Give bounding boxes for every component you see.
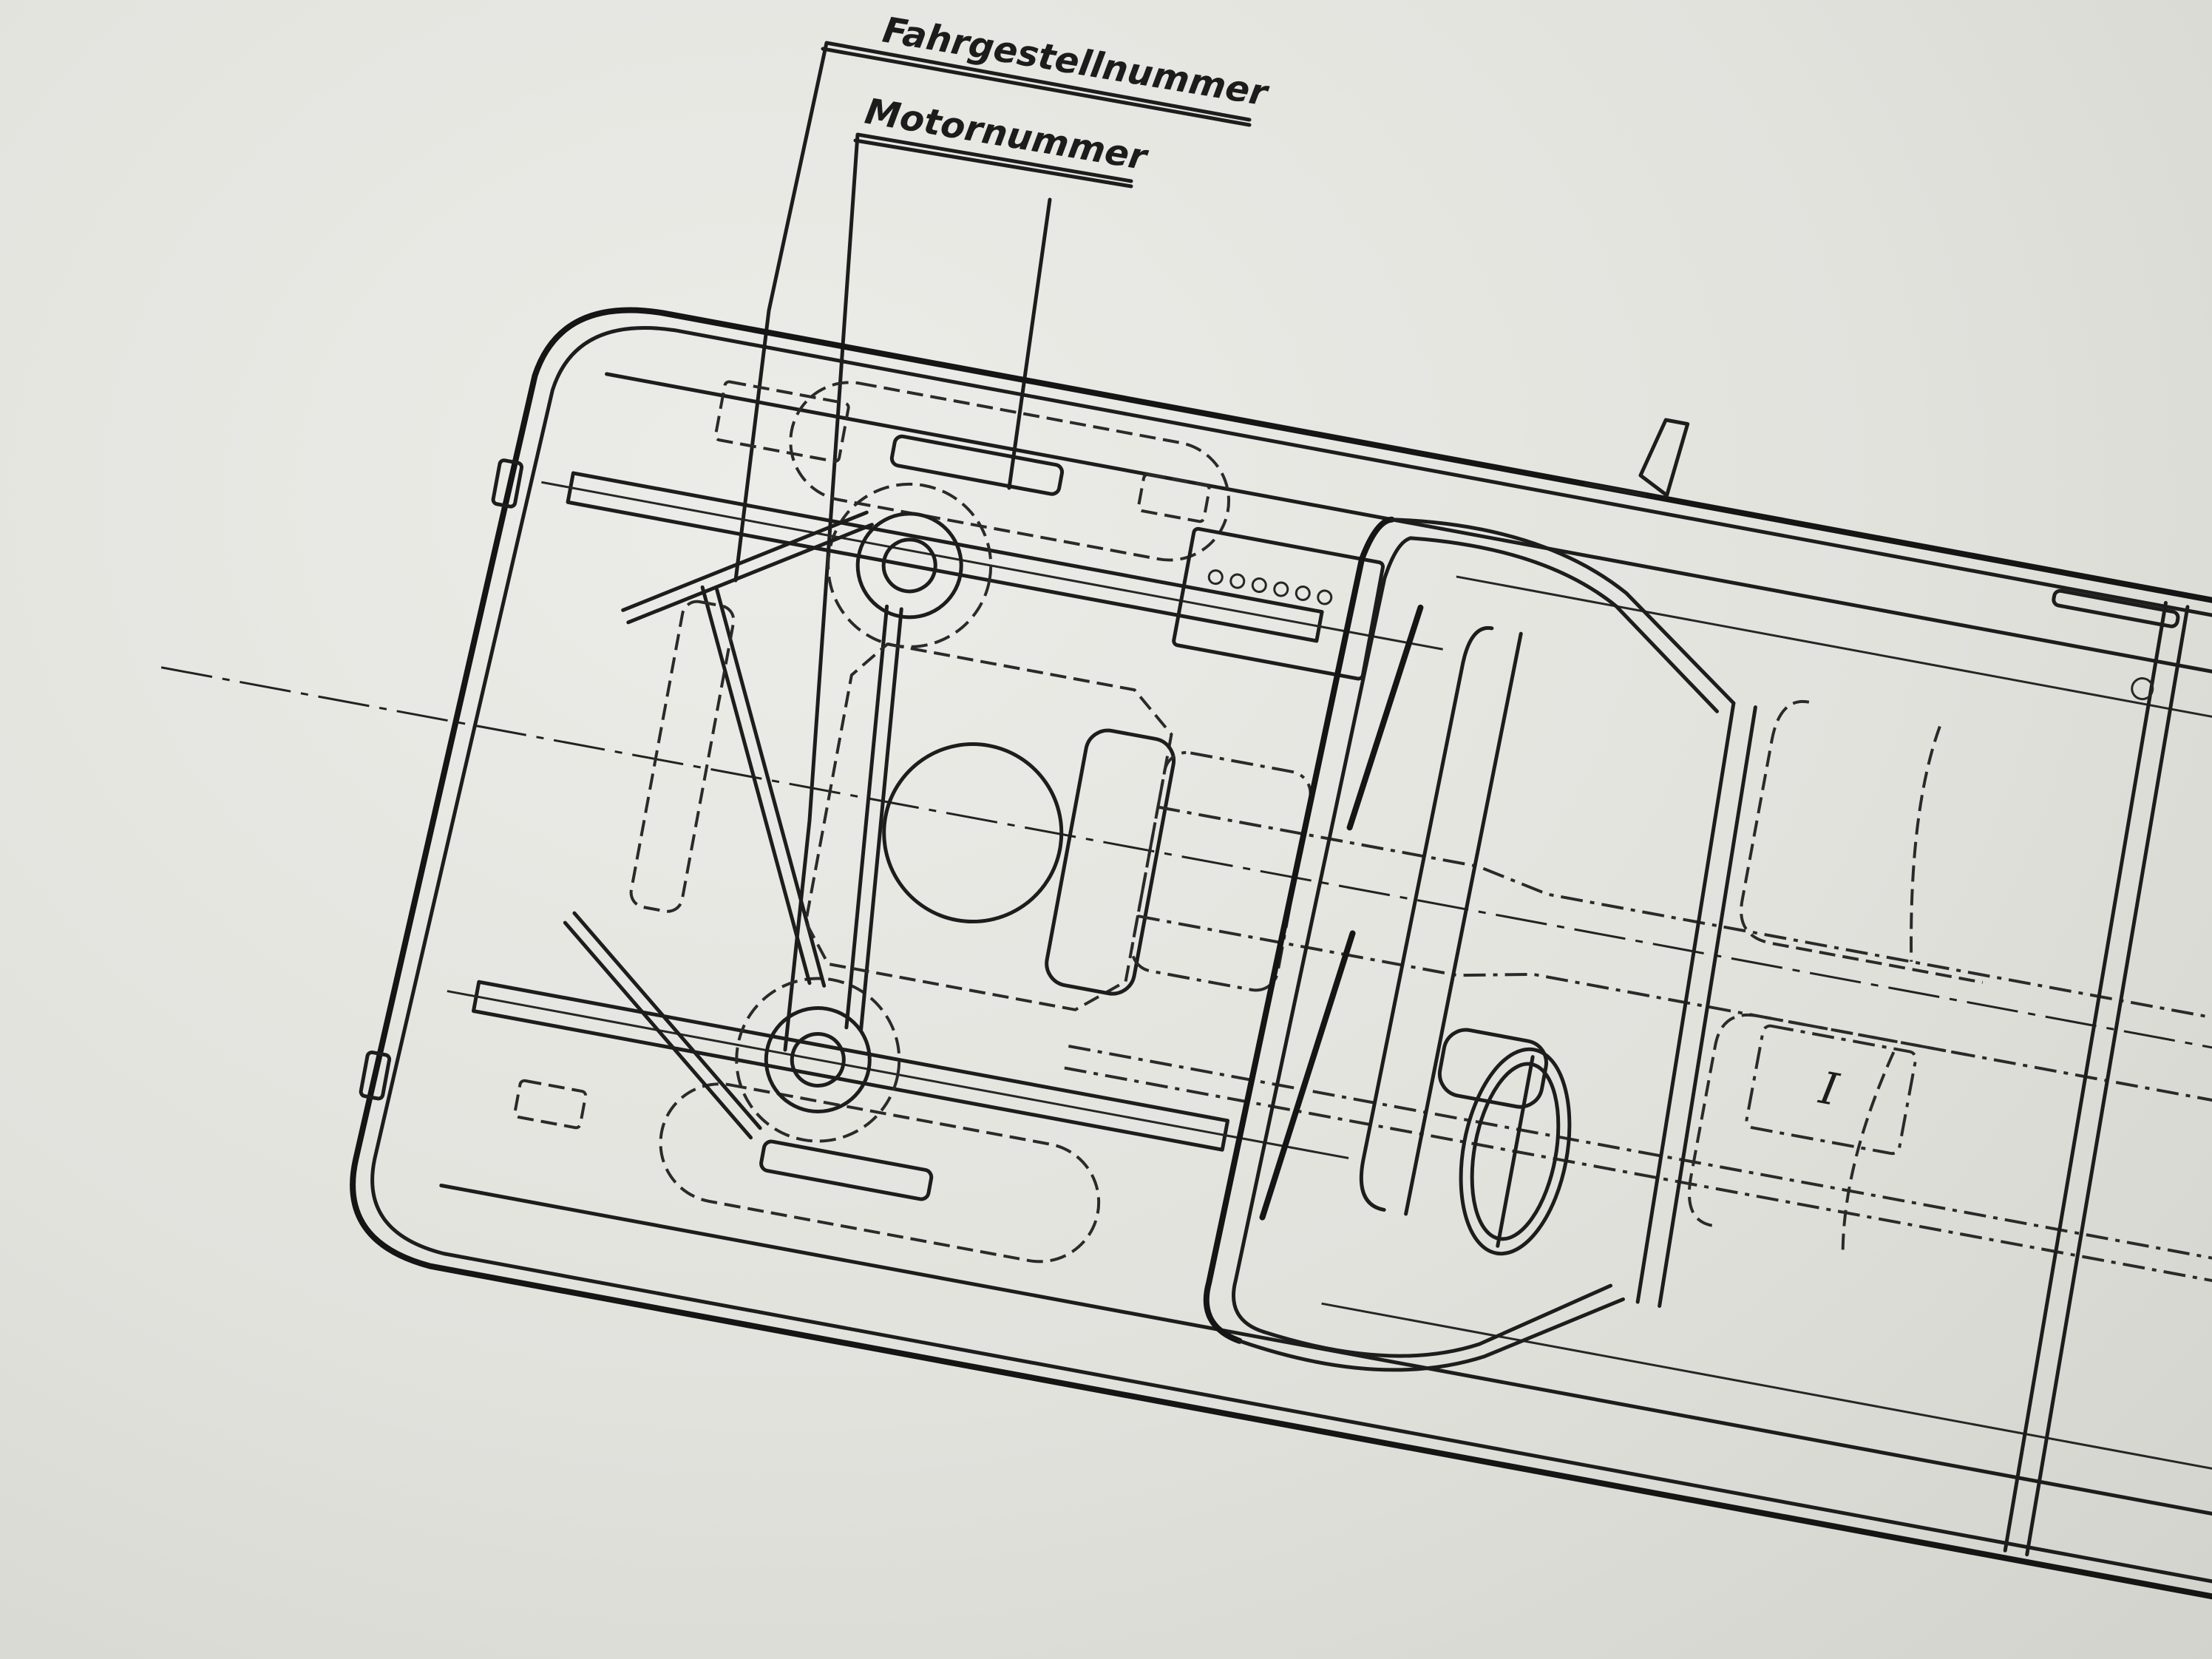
vehicle-body: I (160, 307, 2212, 1606)
tunnel-marker-label: I (1815, 1062, 1843, 1117)
